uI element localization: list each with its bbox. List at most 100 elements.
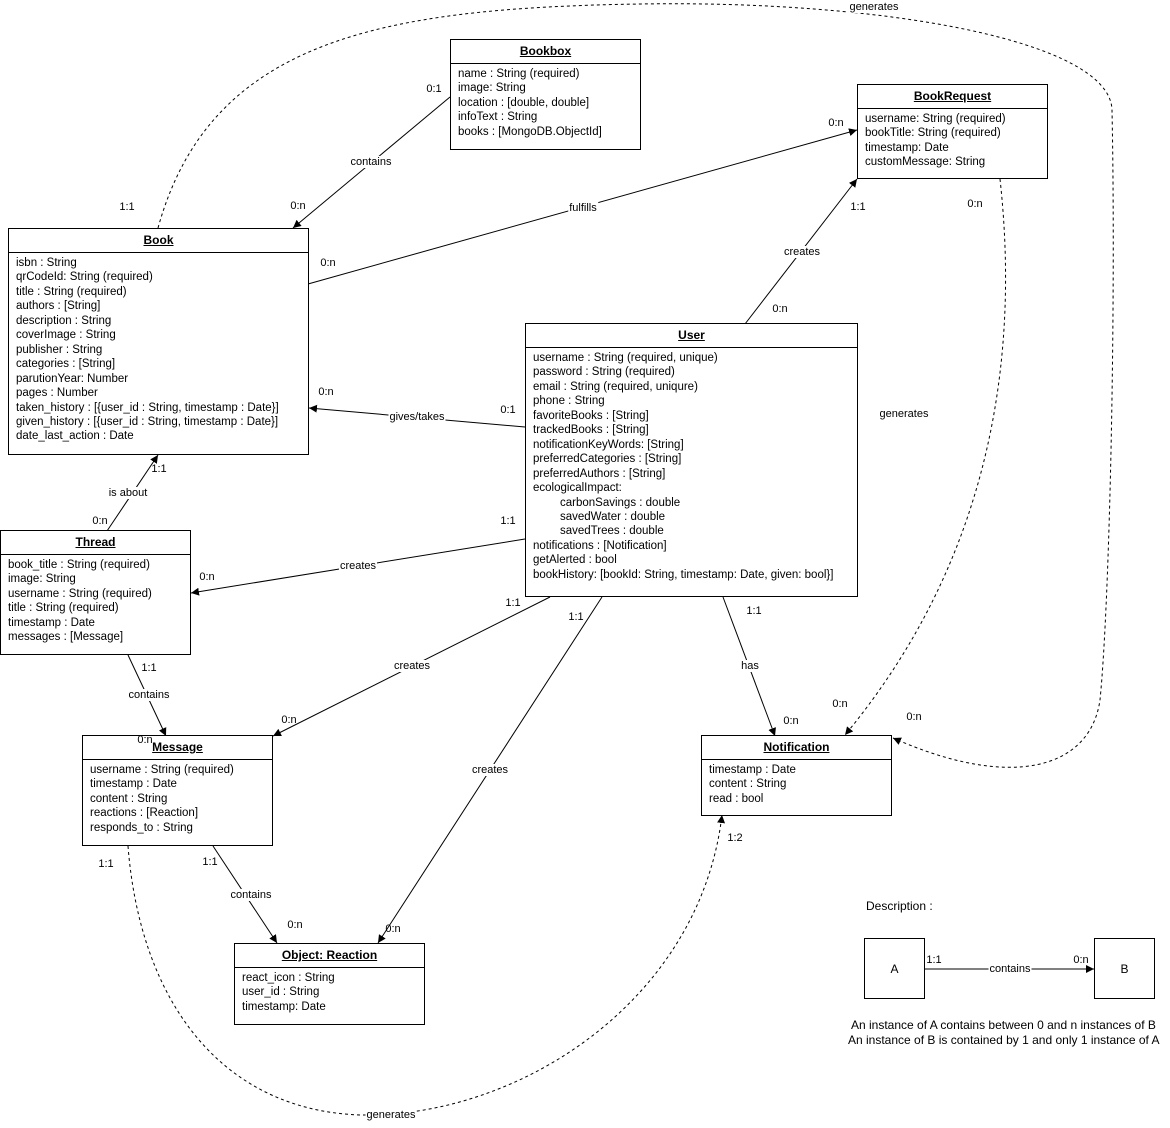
attribute: username : String (required) (8, 587, 152, 600)
attribute: messages : [Message] (8, 631, 124, 644)
cardinality-label: 0:n (906, 711, 922, 723)
attribute: book_title : String (required) (8, 559, 150, 571)
relationship-label: is about (107, 487, 149, 499)
attribute: user_id : String (242, 986, 320, 999)
cardinality-label: 1:1 (151, 463, 167, 475)
entity-title: Bookbox (451, 40, 640, 64)
attribute: notificationKeyWords: [String] (533, 438, 684, 451)
legend-description-line-2: An instance of B is contained by 1 and o… (848, 1033, 1160, 1047)
cardinality-label: 1:1 (746, 605, 762, 617)
relationship-label: generates (365, 1109, 417, 1121)
attribute: qrCodeId: String (required) (16, 271, 153, 284)
attribute: title : String (required) (8, 602, 119, 615)
attribute: username : String (required) (90, 764, 234, 776)
attribute-list: timestamp : Date content : String read :… (702, 760, 891, 809)
attribute: timestamp : Date (8, 616, 95, 629)
attribute: username: String (required) (865, 113, 1006, 125)
cardinality-label: 0:n (287, 919, 303, 931)
attribute: given_history : [{user_id : String, time… (16, 415, 279, 428)
entity-title: Message (83, 736, 272, 760)
attribute: preferredCategories : [String] (533, 453, 682, 466)
attribute: savedTrees : double (560, 525, 664, 538)
relationship-label: creates (782, 246, 822, 258)
attribute: content : String (90, 792, 168, 805)
cardinality-label: 0:1 (500, 404, 516, 416)
cardinality-label: 1:1 (98, 858, 114, 870)
attribute-list: react_icon : String user_id : String tim… (235, 968, 424, 1017)
attribute: timestamp: Date (242, 1000, 326, 1013)
entity-title: Notification (702, 736, 891, 760)
relationship-label: generates (848, 1, 900, 13)
relationship-label: creates (470, 764, 510, 776)
attribute: phone : String (533, 395, 605, 408)
entity-notification: Notification timestamp : Date content : … (701, 735, 892, 816)
edge-book-generates-notification (157, 3, 1114, 768)
attribute: categories : [String] (16, 358, 116, 371)
attribute: coverImage : String (16, 329, 116, 342)
attribute: timestamp : Date (90, 778, 177, 791)
attribute: bookTitle: String (required) (865, 127, 1001, 140)
cardinality-label: 0:n (772, 303, 788, 315)
relationship-label: contains (229, 889, 273, 901)
attribute-list: username : String (required) timestamp :… (83, 760, 272, 838)
cardinality-label: 0:n (828, 117, 844, 129)
attribute: image: String (8, 573, 76, 586)
legend-box-a-label: A (890, 961, 899, 976)
cardinality-label: 1:1 (568, 611, 584, 623)
attribute: password : String (required) (533, 366, 675, 379)
attribute: customMessage: String (865, 156, 986, 169)
attribute: timestamp : Date (709, 764, 796, 776)
relationship-label: creates (338, 560, 378, 572)
attribute: favoriteBooks : [String] (533, 409, 649, 422)
legend-box-b-label: B (1120, 961, 1129, 976)
attribute-list: username: String (required) bookTitle: S… (858, 109, 1047, 173)
legend-card-to: 0:n (1073, 954, 1089, 966)
cardinality-label: 1:1 (500, 515, 516, 527)
attribute: books : [MongoDB.ObjectId] (458, 125, 602, 138)
cardinality-label: 0:n (783, 715, 799, 727)
attribute-list: username : String (required, unique) pas… (526, 348, 857, 585)
relationship-label: gives/takes (388, 411, 446, 423)
relationship-label: fulfills (568, 202, 598, 214)
entity-user: User username : String (required, unique… (525, 323, 858, 597)
legend-title: Description : (866, 899, 933, 913)
cardinality-label: 1:1 (505, 597, 521, 609)
attribute: reactions : [Reaction] (90, 807, 199, 820)
cardinality-label: 0:n (281, 714, 297, 726)
entity-title: Thread (1, 531, 190, 555)
attribute: trackedBooks : [String] (533, 424, 649, 437)
legend-card-from: 1:1 (926, 954, 942, 966)
attribute: carbonSavings : double (560, 496, 681, 509)
legend-relationship-label: contains (988, 963, 1032, 975)
attribute: date_last_action : Date (16, 430, 134, 443)
entity-title: User (526, 324, 857, 348)
cardinality-label: 1:2 (727, 832, 743, 844)
legend-description-line-1: An instance of A contains between 0 and … (851, 1018, 1156, 1032)
entity-book: Book isbn : String qrCodeId: String (req… (8, 228, 309, 455)
attribute: taken_history : [{user_id : String, time… (16, 401, 279, 414)
attribute: preferredAuthors : [String] (533, 467, 666, 480)
entity-title: BookRequest (858, 85, 1047, 109)
attribute-list: name : String (required) image: String l… (451, 64, 640, 142)
attribute: responds_to : String (90, 821, 193, 834)
attribute: getAlerted : bool (533, 554, 617, 567)
attribute: content : String (709, 778, 787, 791)
attribute: email : String (required, uniqure) (533, 380, 698, 393)
attribute: react_icon : String (242, 972, 335, 984)
attribute: title : String (required) (16, 285, 127, 298)
attribute: parutionYear: Number (16, 372, 129, 385)
relationship-label: contains (127, 689, 171, 701)
legend-box-b: B (1094, 938, 1155, 999)
relationship-label: contains (349, 156, 393, 168)
cardinality-label: 0:n (832, 698, 848, 710)
cardinality-label: 1:1 (850, 201, 866, 213)
attribute: description : String (16, 314, 112, 327)
attribute: ecologicalImpact: (533, 482, 622, 495)
cardinality-label: 0:1 (426, 83, 442, 95)
cardinality-label: 0:n (199, 571, 215, 583)
cardinality-label: 0:n (385, 923, 401, 935)
attribute: infoText : String (458, 111, 538, 124)
cardinality-label: 1:1 (141, 662, 157, 674)
attribute: location : [double, double] (458, 96, 590, 109)
